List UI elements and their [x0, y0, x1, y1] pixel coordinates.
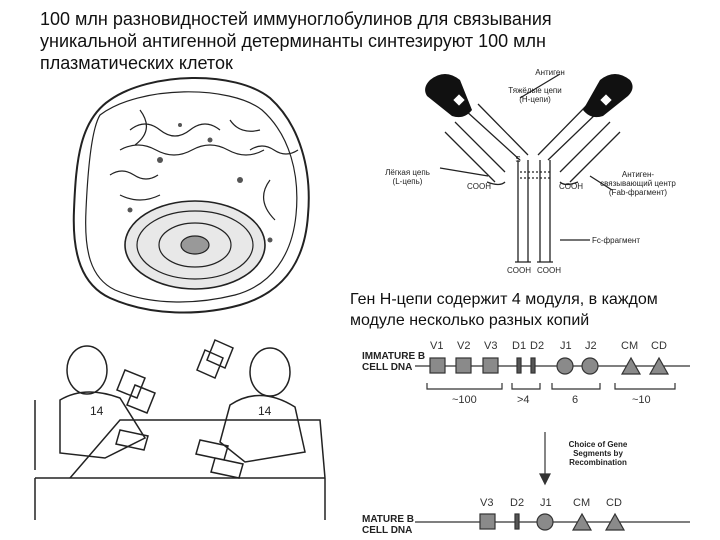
heavy-chain-gene-caption: Ген H-цепи содержит 4 модуля, в каждом м… [350, 291, 658, 329]
immature-dna-label: IMMATURE B CELL DNA [362, 351, 426, 373]
gene-label-cm: CM [621, 340, 639, 352]
cooh-label-stem-left: COOH [507, 266, 531, 275]
count-v: ~100 [452, 394, 477, 406]
heavy-chain-label: Тяжёлые цепи (H-цепи) [508, 86, 562, 104]
cooh-label-stem-right: COOH [537, 266, 561, 275]
mature-gene-d2: D2 [510, 497, 525, 509]
binding-site-label: Антиген-связывающий центр (Fab-фрагмент) [600, 170, 676, 197]
recombination-label: Choice of Gene Segments by Recombination [568, 440, 628, 467]
gene-label-v1: V1 [430, 340, 444, 352]
cooh-label-right: COOH [559, 182, 583, 191]
jersey-number-left: 14 [90, 404, 104, 418]
page-title: 100 млн разновидностей иммуноглобулинов … [40, 9, 552, 73]
count-j: 6 [572, 394, 579, 406]
gene-label-j1: J1 [560, 340, 572, 352]
gene-label-cd: CD [651, 340, 667, 352]
cooh-label-left: COOH [467, 182, 491, 191]
gene-label-j2: J2 [585, 340, 597, 352]
count-d: >4 [517, 394, 530, 406]
mature-gene-cm: CM [573, 497, 591, 509]
mature-gene-j1: J1 [540, 497, 552, 509]
fc-fragment-label: Fc-фрагмент [592, 236, 640, 245]
disulfide-s-label: S [515, 155, 521, 164]
gene-label-d1: D1 [512, 340, 527, 352]
mature-gene-v3: V3 [480, 497, 494, 509]
mature-gene-cd: CD [606, 497, 622, 509]
antigen-label: Антиген [535, 68, 565, 77]
light-chain-label: Лёгкая цепь (L-цепь) [385, 168, 430, 186]
gene-label-d2: D2 [530, 340, 545, 352]
jersey-number-right: 14 [258, 404, 272, 418]
gene-label-v3: V3 [484, 340, 498, 352]
mature-dna-label: MATURE B CELL DNA [362, 514, 415, 536]
gene-label-v2: V2 [457, 340, 471, 352]
count-c: ~10 [632, 394, 651, 406]
